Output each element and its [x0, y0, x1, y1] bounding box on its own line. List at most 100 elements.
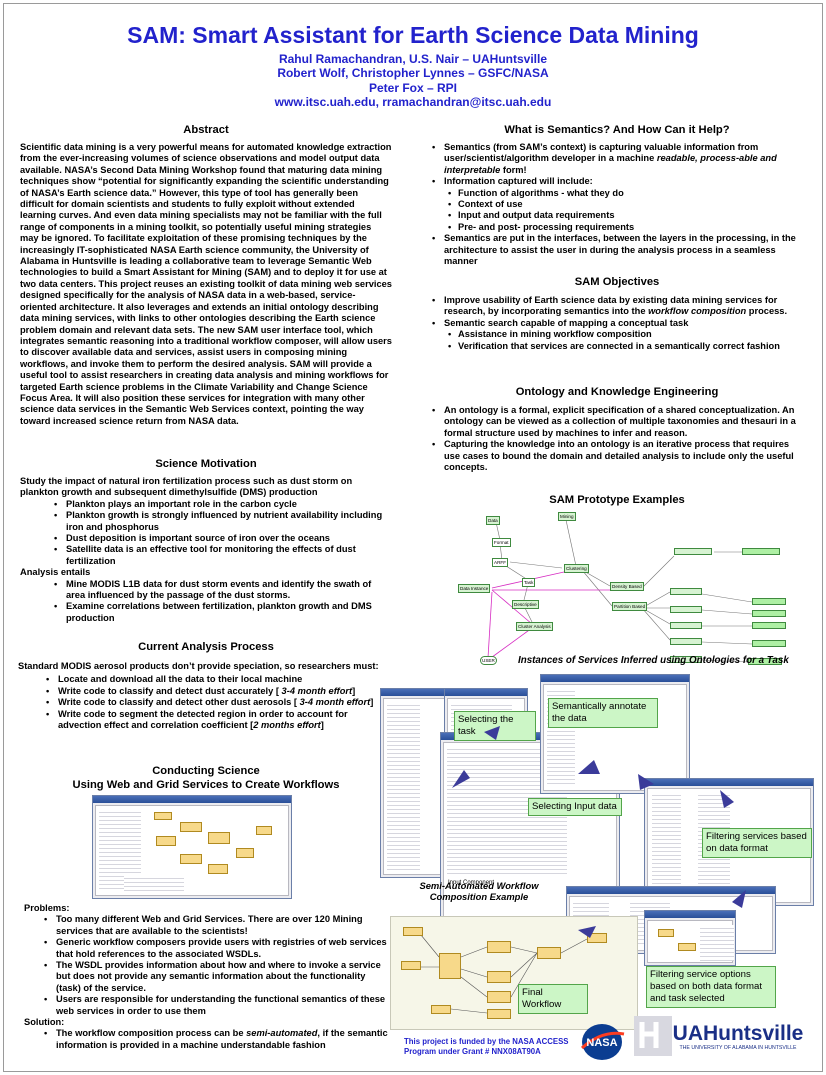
- objectives-section: SAM Objectives Improve usability of Eart…: [428, 275, 806, 352]
- graph-node-cluster-analysis: Cluster Analysis: [516, 622, 553, 631]
- workflow-canvas: [390, 916, 638, 1030]
- list-item: The WSDL provides information about how …: [40, 960, 392, 994]
- uah-logo-text: UAHuntsville: [673, 1022, 804, 1045]
- uah-logo: UAHuntsville THE UNIVERSITY OF ALABAMA I…: [634, 1014, 810, 1060]
- prototype-heading: SAM Prototype Examples: [549, 494, 685, 506]
- poster-frame: [3, 3, 823, 1072]
- instances-caption: Instances of Services Inferred using Ont…: [518, 655, 789, 666]
- graph-node-format: Format: [492, 538, 511, 547]
- graph-node-density-based: Density Based: [610, 582, 644, 591]
- funding-note: This project is funded by the NASA ACCES…: [404, 1037, 569, 1056]
- workflow-composer-screenshot: [92, 795, 292, 899]
- list-item: Assistance in mining workflow compositio…: [444, 329, 806, 341]
- conducting-heading-2: Using Web and Grid Services to Create Wo…: [72, 779, 340, 791]
- problems-label: Problems:: [24, 903, 70, 913]
- abstract-section: Abstract Scientific data mining is a ver…: [20, 123, 392, 427]
- semantics-section: What is Semantics? And How Can it Help? …: [428, 123, 806, 267]
- graph-node-data-instance: Data Instance: [458, 584, 491, 593]
- graph-node-arff: ARFF: [492, 558, 508, 567]
- callout-annotate-data: Semantically annotate the data: [548, 698, 658, 728]
- list-item: Write code to classify and detect other …: [42, 697, 392, 709]
- list-item: Plankton growth is strongly influenced b…: [50, 510, 392, 533]
- arrow-icon: [452, 770, 470, 788]
- semantics-heading: What is Semantics? And How Can it Help?: [504, 124, 730, 136]
- list-item: Users are responsible for understanding …: [40, 994, 392, 1017]
- graph-node-descriptive: Descriptive: [512, 600, 539, 609]
- callout-filter-format: Filtering services based on data format: [702, 828, 812, 858]
- list-item: Plankton plays an important role in the …: [50, 499, 392, 511]
- list-item: Dust deposition is important source of i…: [50, 533, 392, 545]
- abstract-heading: Abstract: [183, 124, 229, 136]
- list-item: Function of algorithms - what they do: [444, 188, 806, 200]
- list-item: Pre- and post- processing requirements: [444, 222, 806, 234]
- callout-selecting-task: Selecting the task: [454, 711, 536, 741]
- graph-node-mining: Mining: [558, 512, 576, 521]
- ontology-bullets: An ontology is a formal, explicit specif…: [428, 405, 806, 473]
- callout-final-workflow: Final Workflow: [518, 984, 588, 1014]
- list-item: Locate and download all the data to thei…: [42, 674, 392, 686]
- list-item: Write code to segment the detected regio…: [42, 709, 392, 732]
- nasa-logo-text: NASA: [586, 1037, 617, 1049]
- objectives-bullets: Improve usability of Earth science data …: [428, 295, 806, 330]
- poster-title: SAM: Smart Assistant for Earth Science D…: [127, 22, 699, 48]
- conducting-heading-1: Conducting Science: [152, 765, 260, 777]
- authors-line-2: Robert Wolf, Christopher Lynnes – GSFC/N…: [277, 66, 549, 81]
- graph-node-data: Data: [486, 516, 500, 525]
- objectives-sub-bullets: Assistance in mining workflow compositio…: [428, 329, 806, 352]
- list-item: Semantics are put in the interfaces, bet…: [428, 233, 806, 267]
- science-heading: Science Motivation: [155, 458, 257, 470]
- list-item: Context of use: [444, 199, 806, 211]
- semantics-sub-bullets: Function of algorithms - what they do Co…: [428, 188, 806, 234]
- list-item: Improve usability of Earth science data …: [428, 295, 806, 318]
- semi-caption: Semi-Automated Workflow Composition Exam…: [419, 880, 539, 903]
- ontology-graph: Data Format Mining ARFF Task Clustering …: [452, 510, 792, 670]
- workflow-arrows: [578, 890, 746, 938]
- authors-line-1: Rahul Ramachandran, U.S. Nair – UAHuntsv…: [278, 52, 548, 66]
- list-item: Mine MODIS L1B data for dust storm event…: [50, 579, 392, 602]
- list-item: Information captured will include:: [428, 176, 806, 188]
- science-section: Science Motivation Study the impact of n…: [20, 457, 392, 624]
- problems-section: Problems: Too many different Web and Gri…: [24, 903, 392, 1051]
- callout-selecting-input: Selecting Input data: [528, 798, 622, 816]
- list-item: Verification that services are connected…: [444, 341, 806, 353]
- composer-window: [92, 795, 292, 899]
- list-item: Semantics (from SAM’s context) is captur…: [428, 142, 806, 176]
- list-item: Satellite data is an effective tool for …: [50, 544, 392, 567]
- abstract-text: Scientific data mining is a very powerfu…: [20, 142, 392, 426]
- authors-line-3: Peter Fox – RPI: [368, 80, 458, 95]
- problems-bullets: Too many different Web and Grid Services…: [40, 914, 392, 1017]
- current-intro: Standard MODIS aerosol products don’t pr…: [18, 661, 379, 671]
- objectives-heading: SAM Objectives: [574, 276, 660, 288]
- graph-node-clustering: Clustering: [564, 564, 589, 573]
- screenshot-collage: Input Component Selecting the task Seman…: [380, 670, 820, 928]
- list-item: Input and output data requirements: [444, 210, 806, 222]
- analysis-label: Analysis entails: [20, 567, 91, 578]
- annotate-window: [540, 674, 690, 794]
- input-component-label: Input Component: [448, 880, 495, 886]
- list-item: An ontology is a formal, explicit specif…: [428, 405, 806, 439]
- callout-filter-options: Filtering service options based on both …: [646, 966, 776, 1008]
- graph-node-partition-based: Partition Based: [612, 602, 648, 611]
- analysis-bullets: Mine MODIS L1B data for dust storm event…: [50, 579, 392, 625]
- nasa-logo: NASA: [578, 1022, 626, 1062]
- graph-node-user: USER: [480, 656, 497, 665]
- list-item: Write code to classify and detect dust a…: [42, 686, 392, 698]
- options-window: [644, 910, 736, 966]
- conducting-section: Conducting Science Using Web and Grid Se…: [20, 764, 392, 792]
- list-item: Too many different Web and Grid Services…: [40, 914, 392, 937]
- prototype-section: SAM Prototype Examples: [428, 493, 806, 507]
- semantics-bullets-2: Semantics are put in the interfaces, bet…: [428, 233, 806, 267]
- ontology-heading: Ontology and Knowledge Engineering: [515, 386, 719, 398]
- list-item: Examine correlations between fertilizati…: [50, 601, 392, 624]
- science-bullets: Plankton plays an important role in the …: [50, 499, 392, 567]
- list-item: The workflow composition process can be …: [40, 1028, 392, 1051]
- author-block: Rahul Ramachandran, U.S. Nair – UAHuntsv…: [0, 52, 826, 110]
- current-heading: Current Analysis Process: [138, 641, 274, 653]
- uah-logo-subtext: THE UNIVERSITY OF ALABAMA IN HUNTSVILLE: [680, 1045, 797, 1051]
- solution-bullets: The workflow composition process can be …: [40, 1028, 392, 1051]
- solution-label: Solution:: [24, 1017, 65, 1028]
- semantics-bullets: Semantics (from SAM’s context) is captur…: [428, 142, 806, 188]
- contact-line: www.itsc.uah.edu, rramachandran@itsc.uah…: [274, 95, 552, 110]
- ontology-section: Ontology and Knowledge Engineering An on…: [428, 385, 806, 473]
- current-section: Current Analysis Process Standard MODIS …: [18, 640, 392, 732]
